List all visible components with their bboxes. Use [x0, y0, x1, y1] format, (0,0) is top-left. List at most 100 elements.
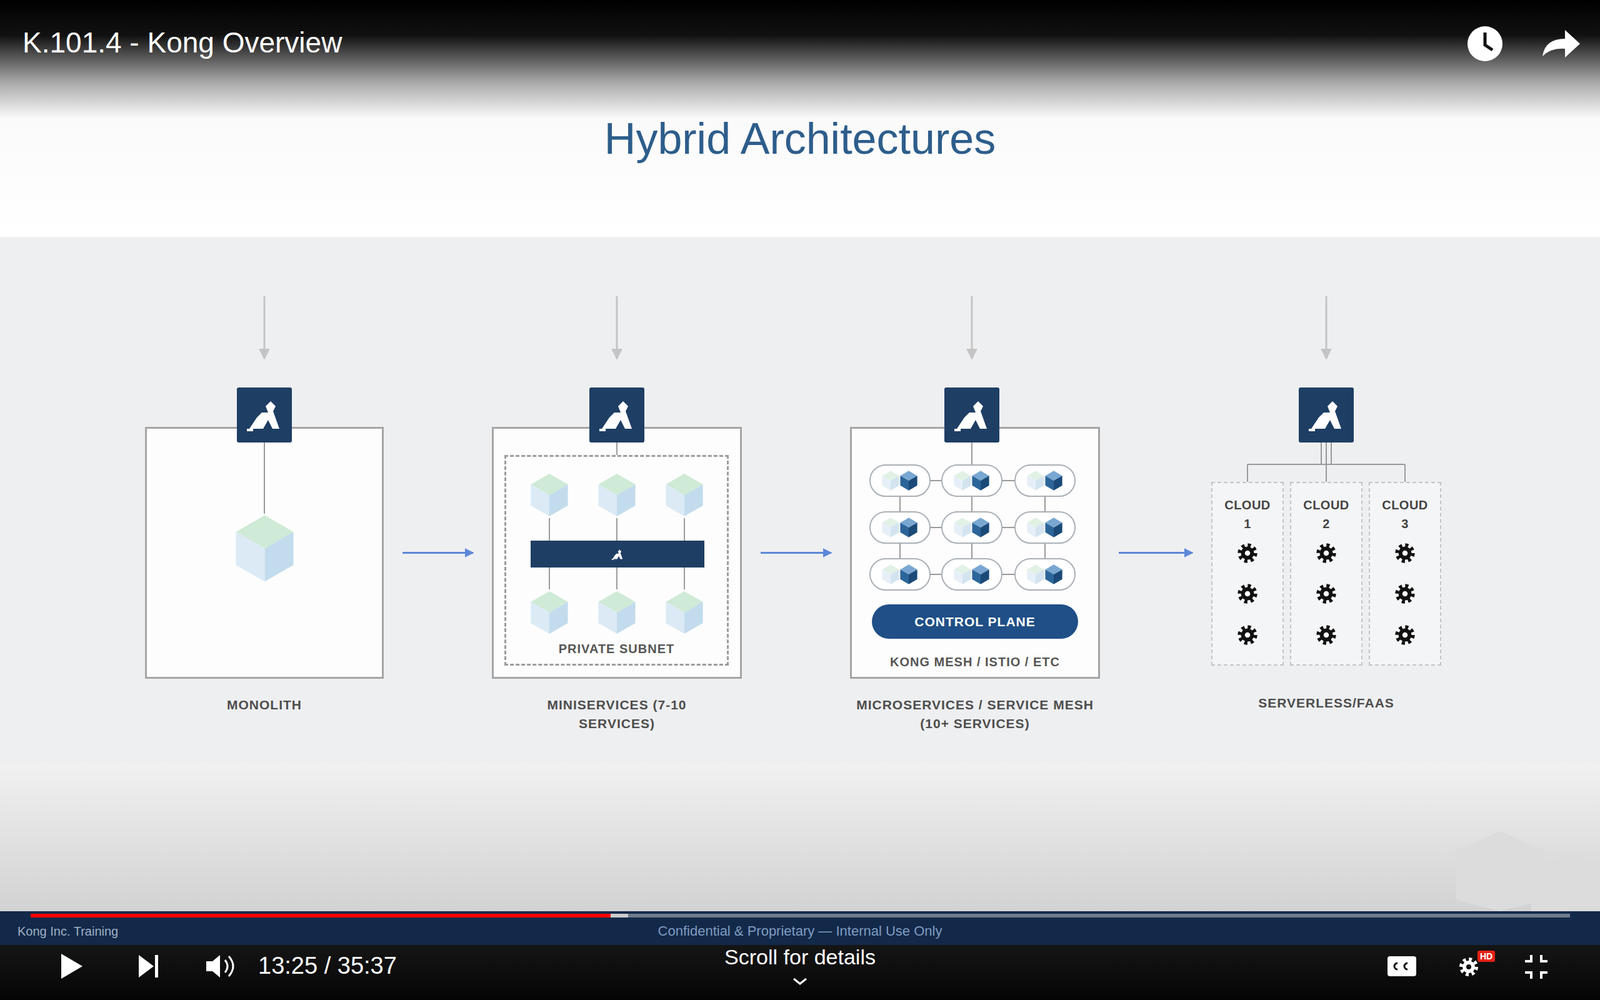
- watermark-cube: [1456, 831, 1544, 912]
- volume-wave: [228, 956, 234, 977]
- gateway-logo: [236, 387, 292, 443]
- cloud-fill: [1211, 481, 1284, 666]
- gateway-logo: [944, 387, 1000, 443]
- watermark-cubes: [1456, 831, 1600, 912]
- border-segment: [291, 426, 384, 429]
- incoming-arrow: [616, 296, 619, 359]
- service-sidecar-pill: [1015, 465, 1075, 497]
- wire: [1002, 480, 1015, 482]
- wire: [1320, 441, 1322, 465]
- slide-title: Hybrid Architectures: [604, 113, 996, 164]
- box-fill: [850, 426, 1100, 679]
- incoming-arrow: [1325, 296, 1328, 359]
- wire: [1002, 573, 1015, 575]
- function-gear: [1240, 586, 1256, 602]
- wire: [263, 441, 265, 514]
- pill-label: CONTROL PLANE: [914, 614, 1035, 630]
- captions-glyph: [1404, 963, 1408, 970]
- cloud-fill: [1290, 481, 1363, 666]
- service-sidecar-pill: [1015, 558, 1075, 590]
- wire: [1002, 526, 1015, 529]
- cloud-column: CLOUD 1: [1211, 481, 1284, 666]
- box-fill: [145, 426, 384, 679]
- subnet-boundary: PRIVATE SUBNET: [504, 455, 729, 666]
- gateway-logo: [1298, 387, 1354, 443]
- service-sidecar-pill: [941, 511, 1002, 544]
- wire: [616, 567, 618, 590]
- captions-glyph: [1394, 963, 1398, 970]
- share-icon: [1542, 30, 1580, 58]
- scroll-hint: Scroll for details: [724, 945, 876, 970]
- wire: [971, 441, 973, 465]
- function-gear: [1397, 586, 1414, 602]
- wire: [899, 543, 901, 559]
- function-gear: [1240, 627, 1256, 644]
- wire: [1330, 441, 1332, 465]
- service-sidecar-pill: [870, 511, 930, 544]
- service-cube: [665, 473, 703, 517]
- corner: [1525, 972, 1532, 979]
- diagram-panel: [0, 236, 1600, 764]
- function-gear: [1318, 545, 1335, 562]
- progress-played: [30, 913, 611, 918]
- wire: [930, 573, 942, 575]
- wire: [930, 480, 942, 482]
- settings-icon: [1462, 960, 1475, 974]
- exit-fullscreen-icon: [1525, 955, 1548, 979]
- wire: [616, 441, 618, 455]
- cloud-column: CLOUD 2: [1290, 481, 1363, 666]
- flow-arrow: [760, 551, 832, 554]
- border-segment: [999, 426, 1100, 429]
- corner: [1541, 955, 1548, 962]
- stage-heading: SERVERLESS/FAAS: [1258, 695, 1395, 711]
- wire: [616, 518, 618, 541]
- function-gear: [1397, 545, 1414, 562]
- incoming-arrow: [263, 296, 266, 359]
- service-cube: [665, 591, 703, 634]
- wire: [548, 518, 550, 541]
- next-icon-bar: [155, 955, 159, 978]
- stage-heading: MINISERVICES (7-10 SERVICES): [532, 695, 702, 734]
- border-segment: [491, 426, 590, 429]
- corner: [1525, 955, 1532, 962]
- service-cube: [598, 473, 635, 517]
- service-sidecar-pill: [870, 558, 930, 590]
- wire: [548, 567, 550, 590]
- cloud-label: CLOUD 2: [1300, 495, 1353, 534]
- video-title: K.101.4 - Kong Overview: [22, 26, 342, 60]
- flow-arrow: [402, 551, 474, 554]
- wire: [930, 526, 942, 529]
- service-sidecar-pill: [1015, 511, 1075, 544]
- play-icon: [61, 953, 83, 979]
- border-segment: [850, 426, 945, 429]
- stage-heading: MONOLITH: [170, 695, 359, 715]
- watch-later-icon: [1467, 26, 1503, 62]
- border-segment: [145, 426, 237, 429]
- timestamp: 13:25 / 35:37: [258, 952, 397, 980]
- architecture-box: MICROSERVICES / SERVICE MESH (10+ SERVIC…: [850, 426, 1100, 679]
- captions-icon: [1387, 956, 1417, 977]
- box-caption: KONG MESH / ISTIO / ETC: [890, 655, 1060, 670]
- monolith-cube: [236, 515, 294, 582]
- internal-gateway-bar: [530, 540, 705, 568]
- function-gear: [1318, 627, 1335, 644]
- cloud-label: CLOUD 1: [1221, 495, 1274, 534]
- gateway-icon: [611, 550, 623, 560]
- wire: [971, 496, 973, 512]
- settings-icon: [1461, 959, 1477, 975]
- wire: [683, 567, 685, 590]
- service-sidecar-pill: [870, 465, 930, 497]
- incoming-arrow: [971, 296, 974, 359]
- box-fill: [491, 426, 742, 679]
- slide-footer-strip: [0, 911, 1600, 945]
- service-sidecar-pill: [941, 558, 1002, 590]
- wire: [1044, 543, 1046, 559]
- wire: [1044, 496, 1046, 512]
- scroll-chevron: [793, 978, 807, 984]
- architecture-box: MINISERVICES (7-10 SERVICES)PRIVATE SUBN…: [491, 426, 742, 679]
- gateway-logo: [589, 387, 645, 443]
- hd-badge: HD: [1477, 950, 1495, 962]
- progress-track: [30, 913, 1570, 918]
- control-plane-pill: CONTROL PLANE: [871, 604, 1079, 639]
